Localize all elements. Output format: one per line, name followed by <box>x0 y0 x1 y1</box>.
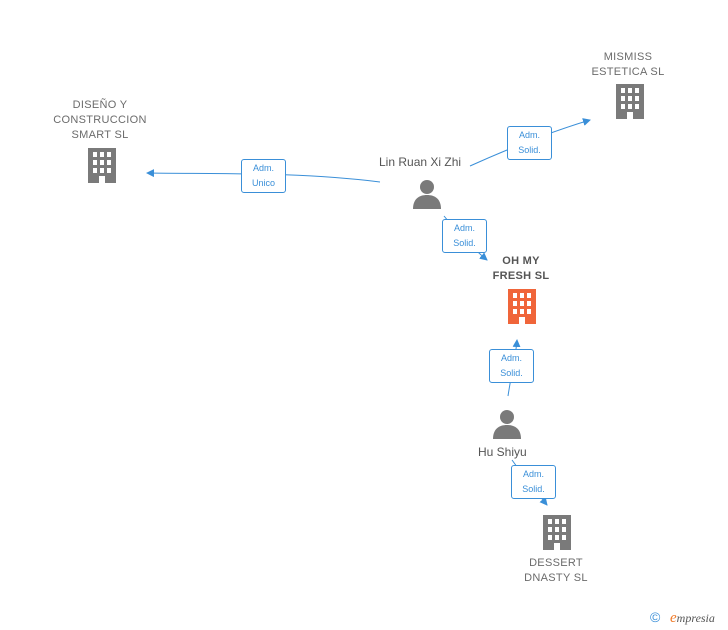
company-label-mismiss[interactable]: MISMISS ESTETICA SL <box>591 51 665 78</box>
copyright-icon: © <box>650 609 661 625</box>
company-label-diseno[interactable]: DISEÑO Y CONSTRUCCION SMART SL <box>53 99 147 141</box>
building-icon[interactable] <box>541 514 573 550</box>
person-label-hu[interactable]: Hu Shiyu <box>478 445 527 459</box>
person-icon[interactable] <box>492 409 522 439</box>
building-icon-main[interactable] <box>506 288 538 324</box>
edge-label-lin-mismiss: Adm. Solid. <box>507 126 552 160</box>
building-icon[interactable] <box>614 83 646 119</box>
person-icon[interactable] <box>412 179 442 209</box>
company-label-ohmy[interactable]: OH MY FRESH SL <box>492 255 550 282</box>
company-label-dessert[interactable]: DESSERT DNASTY SL <box>524 557 588 584</box>
edge-label-lin-ohmy: Adm. Solid. <box>442 219 487 253</box>
edge-label-lin-diseno: Adm. Unico <box>241 159 286 193</box>
brand-logo: empresia <box>670 610 715 626</box>
person-label-lin[interactable]: Lin Ruan Xi Zhi <box>379 155 462 169</box>
edge-label-hu-ohmy: Adm. Solid. <box>489 349 534 383</box>
edge-label-hu-dessert: Adm. Solid. <box>511 465 556 499</box>
building-icon[interactable] <box>86 147 118 183</box>
